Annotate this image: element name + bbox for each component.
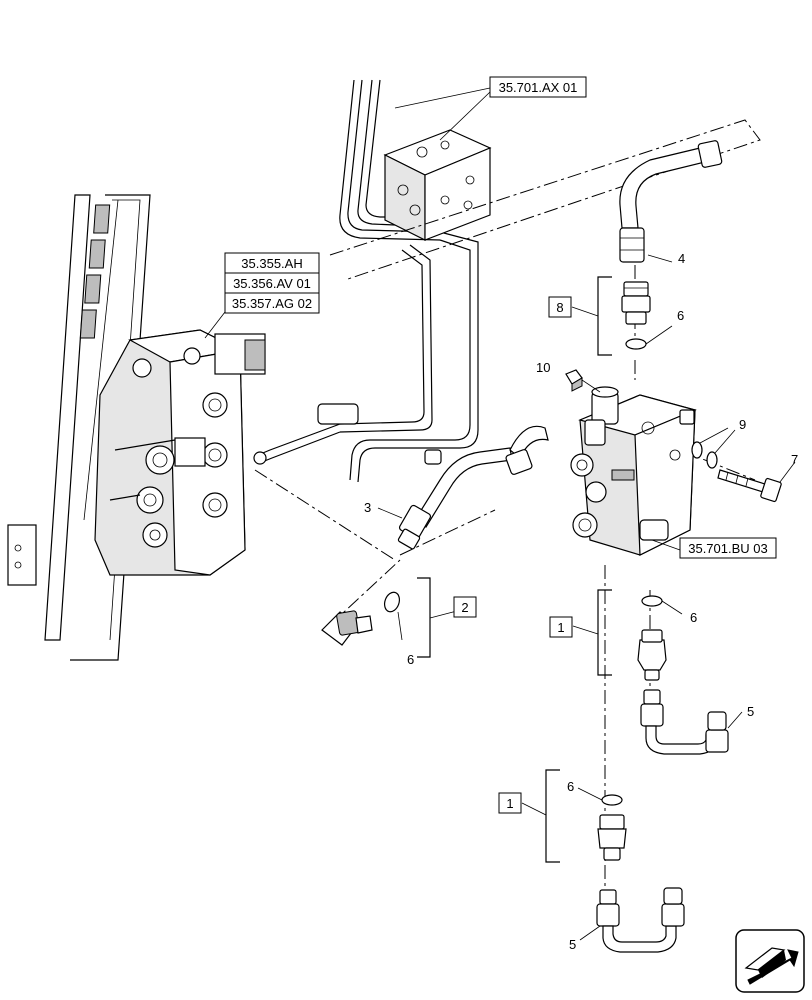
part-9-washers <box>691 427 736 469</box>
part-10-cap <box>565 369 601 393</box>
part-3-tube <box>377 425 549 550</box>
callout-6-left: 6 <box>407 652 414 667</box>
reference-ag02-label: 35.357.AG 02 <box>232 296 312 311</box>
item-box-1-lower: 1 <box>498 792 522 814</box>
callout-5-upper: 5 <box>747 704 754 719</box>
part-7-bolt <box>717 461 796 503</box>
item-box-1-upper: 1 <box>549 616 573 638</box>
callout-6-upper: 6 <box>677 308 684 323</box>
mounting-block <box>383 129 492 241</box>
reference-bu03-label: 35.701.BU 03 <box>688 541 768 556</box>
part-1-adapter-lower <box>577 787 627 861</box>
main-control-valve <box>94 329 266 576</box>
callout-6-lower: 6 <box>567 779 574 794</box>
item-2-label: 2 <box>461 600 468 615</box>
callout-7: 7 <box>791 452 798 467</box>
part-5-tube-lower <box>579 887 685 953</box>
callout-6-middle: 6 <box>690 610 697 625</box>
callout-9: 9 <box>739 417 746 432</box>
reference-box-ax01[interactable]: 35.701.AX 01 <box>489 76 587 98</box>
item-1-upper-label: 1 <box>557 620 564 635</box>
item-box-8: 8 <box>548 296 572 318</box>
reference-av01-label: 35.356.AV 01 <box>233 276 311 291</box>
part-4-elbow-tube <box>619 140 723 263</box>
callout-5-lower: 5 <box>569 937 576 952</box>
part-2-fitting <box>321 591 403 646</box>
reference-box-bu03[interactable]: 35.701.BU 03 <box>679 537 777 559</box>
callout-3: 3 <box>364 500 371 515</box>
direction-arrow-icon[interactable] <box>735 929 805 993</box>
part-8-adapter <box>621 281 673 350</box>
item-8-label: 8 <box>556 300 563 315</box>
callout-4: 4 <box>678 251 685 266</box>
callout-numbers: 10 4 6 9 7 3 6 6 5 6 5 <box>364 251 798 952</box>
item-1-lower-label: 1 <box>506 796 513 811</box>
reference-ah-label: 35.355.AH <box>241 256 302 271</box>
reference-leaders <box>204 87 681 551</box>
part-1-adapter-upper <box>637 595 683 681</box>
callout-10: 10 <box>536 360 550 375</box>
reference-box-group[interactable]: 35.355.AH 35.356.AV 01 35.357.AG 02 <box>224 252 320 314</box>
part-5-tube-upper <box>640 689 743 755</box>
reference-ax01-label: 35.701.AX 01 <box>499 80 578 95</box>
brackets <box>417 276 612 863</box>
selector-valve <box>570 386 697 556</box>
frame-post <box>7 194 151 661</box>
item-box-2: 2 <box>453 596 477 618</box>
upper-tube-bundle <box>253 79 479 483</box>
